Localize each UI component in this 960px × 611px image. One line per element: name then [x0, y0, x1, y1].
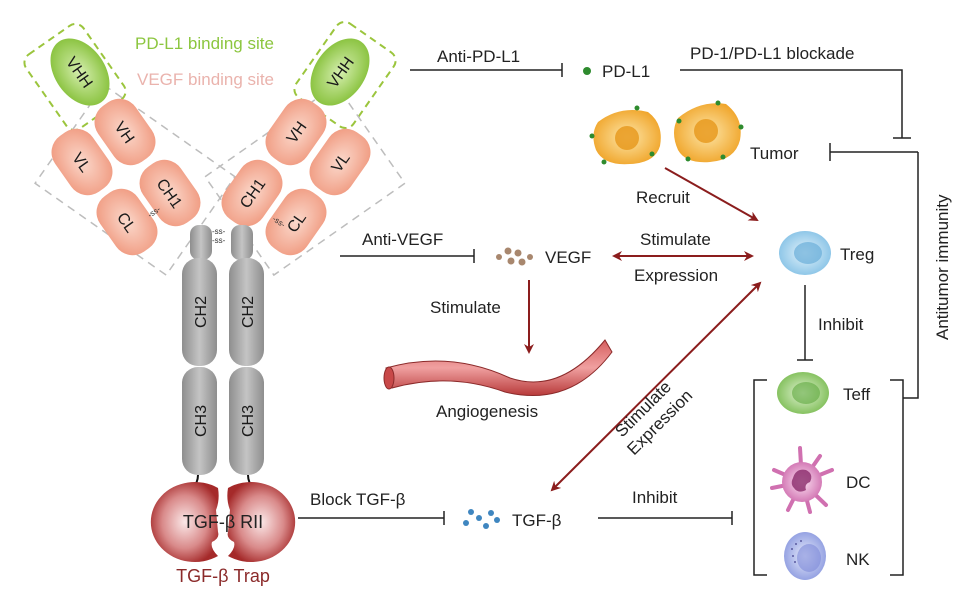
- teff-cell-icon: [777, 372, 829, 414]
- fc-region: -ss- -ss- CH2 CH2 CH3 CH3: [182, 225, 264, 490]
- ch1-domain-right: CH1: [221, 159, 283, 227]
- ch2-domain-right: [229, 258, 264, 366]
- pdl1-site-box-left: [23, 22, 127, 132]
- anti-vegf-label: Anti-VEGF: [362, 230, 443, 249]
- vegf-particles-icon: [496, 247, 533, 266]
- vh-domain-right: VH: [265, 98, 327, 166]
- dc-cell-icon: [770, 446, 834, 514]
- pdl1-site-box-right: [293, 20, 397, 130]
- stimulate-vegf-label: Stimulate: [640, 230, 711, 249]
- ch2-domain-left: [182, 258, 217, 366]
- pd1-blockade-label: PD-1/PD-L1 blockade: [690, 44, 854, 63]
- hinge-right: [231, 225, 253, 260]
- cl-domain-right: CL: [265, 188, 327, 256]
- left-arm: VHH VH CH1 VL CL -ss-: [23, 22, 236, 277]
- nk-cell-icon: [784, 532, 826, 580]
- trap-domain-label: TGF-β RII: [183, 512, 263, 532]
- hinge-left: [190, 225, 212, 260]
- stimulate-angio-label: Stimulate: [430, 298, 501, 317]
- legend-vegf-binding-site: VEGF binding site: [137, 70, 274, 89]
- trap-half-left: [150, 482, 219, 562]
- tgfb-treg-arrow: [550, 281, 762, 492]
- legend-pdl1-binding-site: PD-L1 binding site: [135, 34, 274, 53]
- vh-domain-left: VH: [94, 98, 156, 166]
- vl-domain-right: VL: [309, 128, 371, 196]
- recruit-arrow: [664, 167, 759, 221]
- svg-text:CH3: CH3: [240, 405, 257, 437]
- expression-vegf-label: Expression: [634, 266, 718, 285]
- treg-inhibit-label: Inhibit: [818, 315, 864, 334]
- svg-text:CH3: CH3: [193, 405, 210, 437]
- cl-domain-left: CL: [96, 188, 158, 256]
- tumor-label: Tumor: [750, 144, 799, 163]
- tgfb-particles-icon: [463, 509, 500, 529]
- anti-pdl1-label: Anti-PD-L1: [437, 47, 520, 66]
- inhibit-tgfb-label: Inhibit: [632, 488, 678, 507]
- treg-label: Treg: [840, 245, 874, 264]
- svg-text:CH2: CH2: [240, 296, 257, 328]
- effector-bracket-right: [890, 379, 904, 576]
- trap-label: TGF-β Trap: [176, 566, 270, 586]
- recruit-label: Recruit: [636, 188, 690, 207]
- vegf-label: VEGF: [545, 248, 591, 267]
- ch1-domain-left: CH1: [139, 159, 201, 227]
- vl-domain-left: VL: [51, 128, 113, 196]
- antitumor-immunity-label: Antitumor immunity: [933, 194, 952, 340]
- vhh-domain-right: VHH: [310, 38, 370, 106]
- teff-label: Teff: [843, 385, 870, 404]
- svg-text:CH2: CH2: [193, 296, 210, 328]
- vhh-domain-left: VHH: [50, 38, 110, 106]
- block-tgfb-label: Block TGF-β: [310, 490, 406, 509]
- pd1-blockade-line: [680, 69, 903, 138]
- pdl1-label: PD-L1: [602, 62, 650, 81]
- blood-vessel-icon: [383, 339, 613, 396]
- pdl1-dot-icon: [583, 67, 591, 75]
- tumor-cell-1: [589, 105, 661, 165]
- tgfb-label: TGF-β: [512, 511, 562, 530]
- right-arm: VHH VH CH1 VL CL -ss-: [204, 20, 406, 277]
- ch3-domain-left: [182, 367, 217, 475]
- trap-half-right: [227, 482, 296, 562]
- tgfb-trap: TGF-β RII TGF-β Trap: [150, 482, 296, 586]
- treg-cell-icon: [779, 231, 831, 275]
- dc-label: DC: [846, 473, 871, 492]
- effector-bracket-left: [753, 379, 767, 576]
- disulfide-hinge-1: -ss-: [212, 227, 226, 236]
- nk-label: NK: [846, 550, 870, 569]
- antitumor-bracket-line: [903, 152, 919, 399]
- angiogenesis-label: Angiogenesis: [436, 402, 538, 421]
- tumor-cell-2: [674, 100, 744, 163]
- disulfide-hinge-2: -ss-: [212, 236, 226, 245]
- ch3-domain-right: [229, 367, 264, 475]
